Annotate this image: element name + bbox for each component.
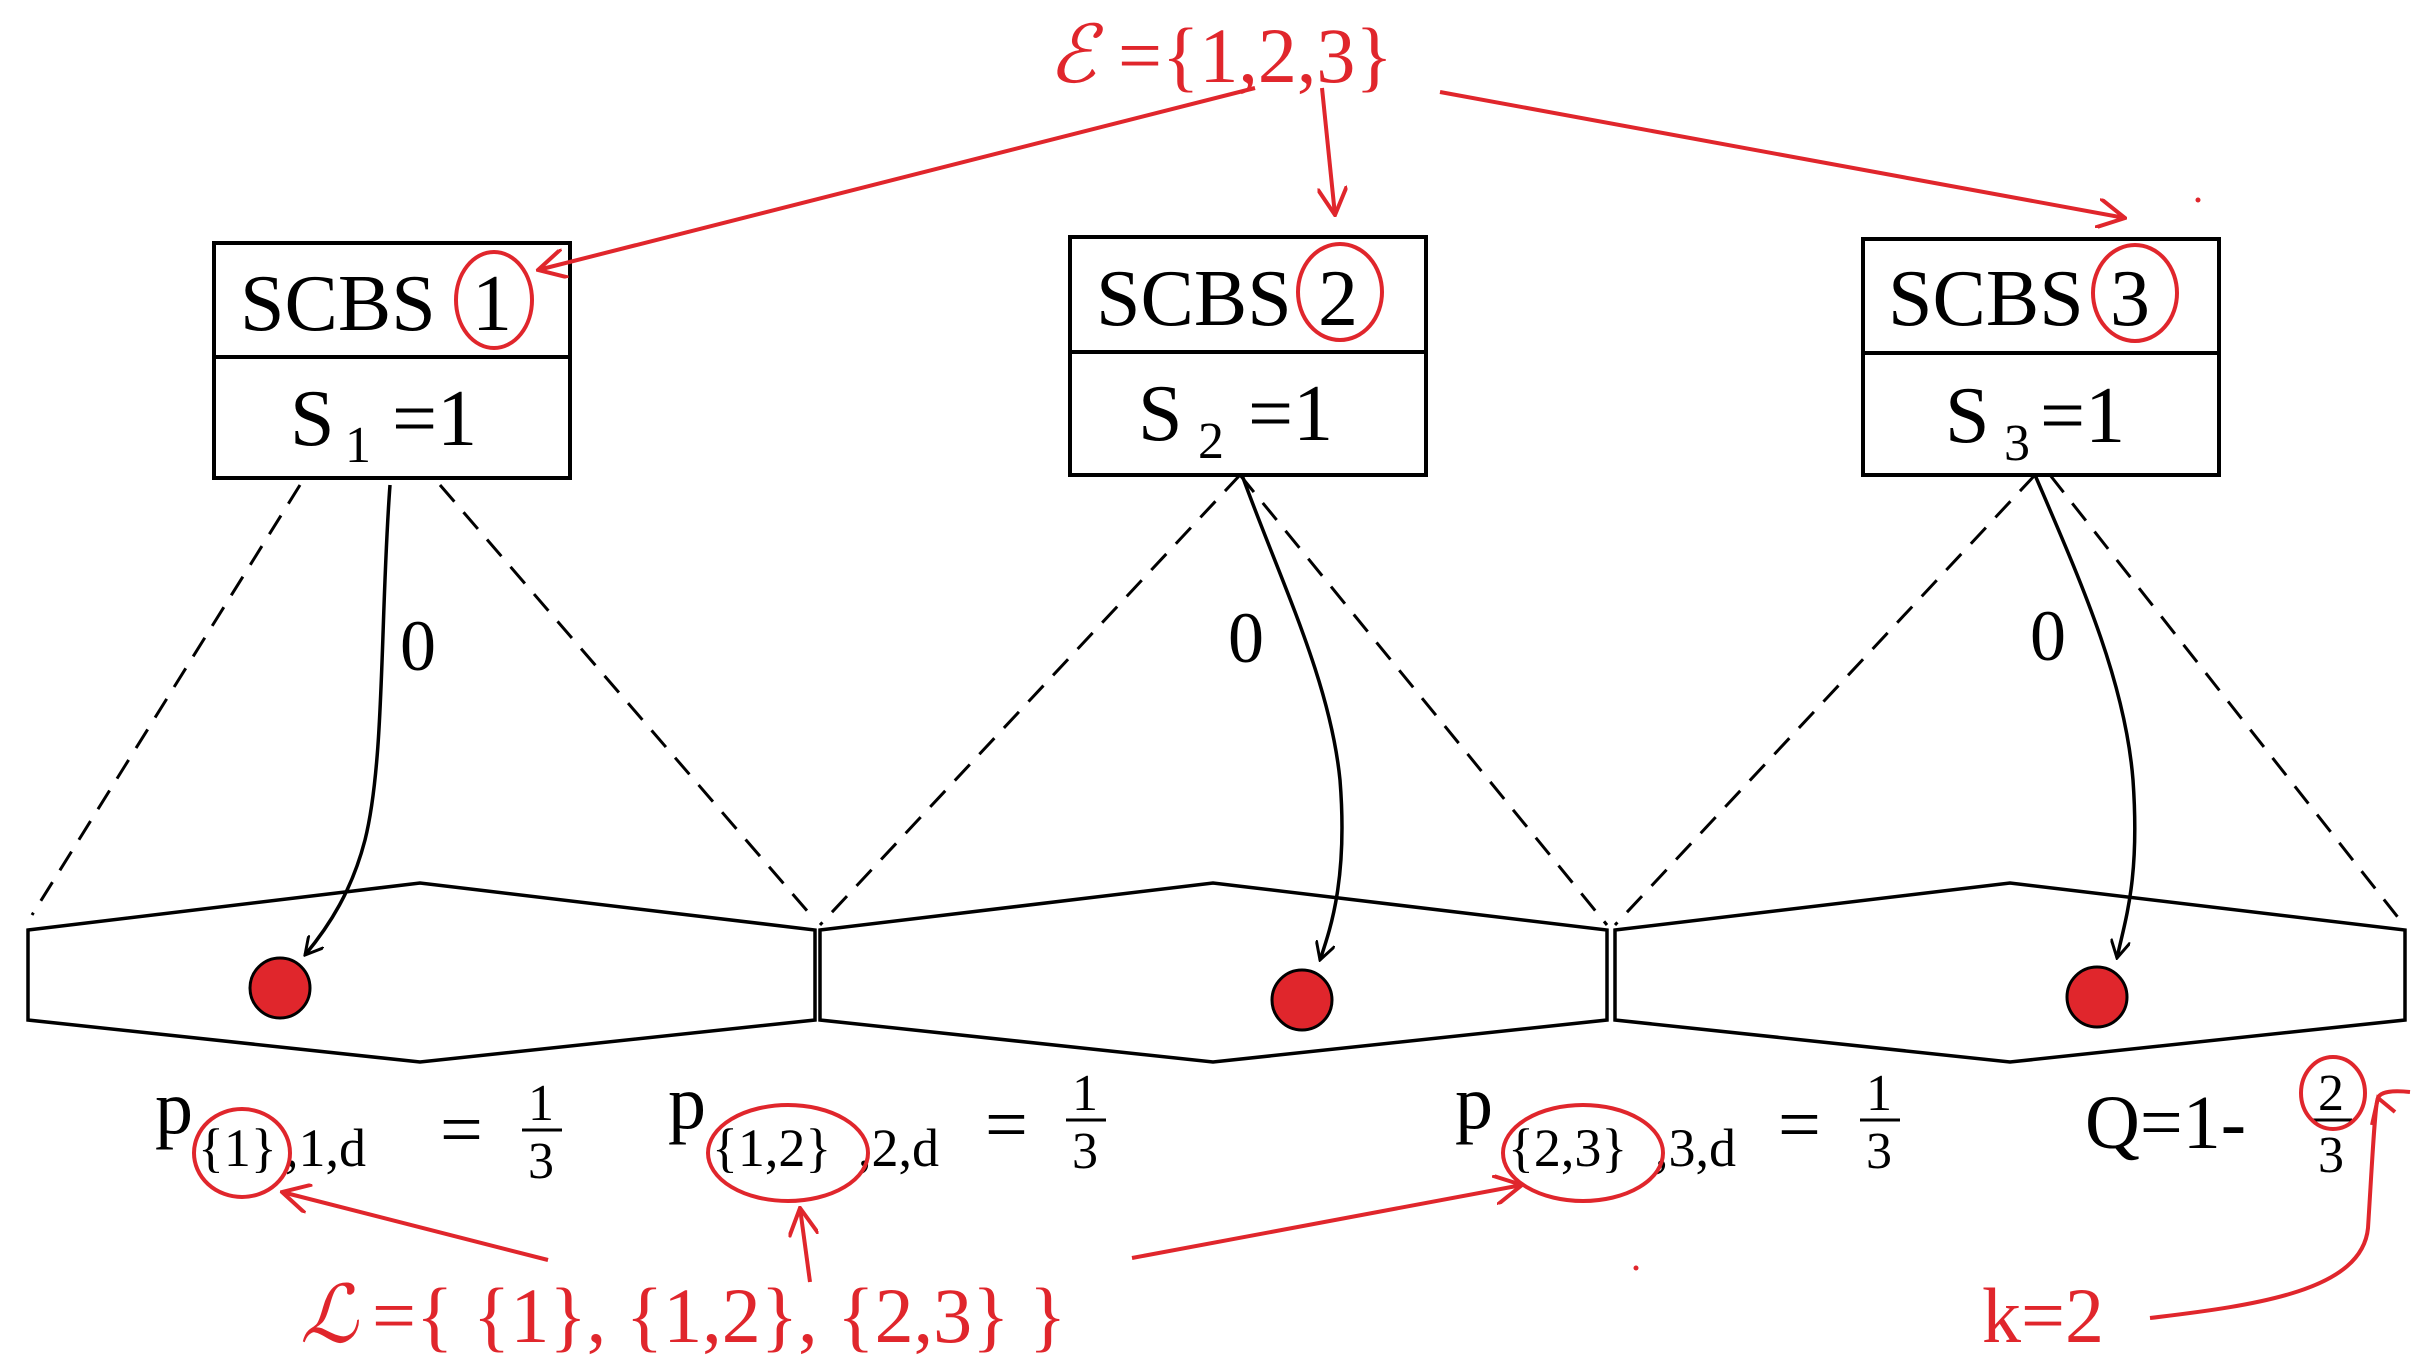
epsilon-arrow-1 <box>538 86 1256 270</box>
ell-arrow-2 <box>800 1208 810 1283</box>
prob-label-2: p {1,2} ,2,d = 1 3 <box>668 1061 1106 1180</box>
prob-p-2: p <box>668 1061 706 1145</box>
ell-set-label: ℒ ={ {1}, {1,2}, {2,3} } <box>300 1268 1067 1361</box>
ell-symbol: ℒ <box>300 1268 359 1361</box>
ell-arrow-3 <box>1131 1185 1522 1260</box>
cell-1 <box>26 881 817 1064</box>
state-rest-2: =1 <box>1248 370 1333 458</box>
q-text: Q=1- <box>2085 1081 2246 1165</box>
scbs-id-3: 3 <box>2110 255 2150 343</box>
state-sub-1: 1 <box>345 417 371 474</box>
k-arrow-head <box>2370 1094 2397 1126</box>
state-sub-2: 2 <box>1198 413 1224 470</box>
request-arrow-1 <box>305 484 392 955</box>
state-prefix-3: S <box>1945 372 1990 460</box>
prob-num-1: 1 <box>528 1075 554 1132</box>
scbs-box-2: SCBS 2 S 2 =1 <box>1068 235 1428 477</box>
scbs-name-1: SCBS <box>240 260 436 348</box>
scbs-name-2: SCBS <box>1096 255 1292 343</box>
scbs-box-3: SCBS 3 S 3 =1 <box>1861 237 2221 477</box>
state-prefix-1: S <box>290 375 335 463</box>
scbs-id-highlight-3 <box>2091 243 2179 343</box>
prob-num-3: 1 <box>1866 1065 1892 1122</box>
scbs-id-1: 1 <box>472 260 512 348</box>
user-device-1 <box>248 956 312 1020</box>
prob-set-1: {1} <box>198 1118 277 1178</box>
k-highlight <box>2299 1055 2367 1131</box>
request-arrow-3 <box>2033 474 2137 958</box>
prob-label-3: p {2,3} ,3,d = 1 3 <box>1455 1061 1900 1180</box>
prob-p-3: p <box>1455 1061 1493 1145</box>
prob-num-2: 1 <box>1072 1065 1098 1122</box>
prob-p-1: p <box>155 1066 193 1150</box>
scbs-box-1: SCBS 1 S 1 =1 <box>212 241 572 480</box>
edge-label-2: 0 <box>1228 598 1264 678</box>
request-arrow-2 <box>1240 474 1344 960</box>
scbs-name-3: SCBS <box>1888 255 2084 343</box>
prob-eq-1: = <box>440 1088 483 1172</box>
prob-set-2: {1,2} <box>712 1118 831 1178</box>
prob-den-3: 3 <box>1866 1123 1892 1180</box>
edge-label-1: 0 <box>400 606 436 686</box>
prob-den-1: 3 <box>528 1133 554 1190</box>
edge-label-3: 0 <box>2030 596 2066 676</box>
ell-arrow-1 <box>282 1192 549 1262</box>
prob-eq-3: = <box>1778 1083 1821 1167</box>
state-rest-1: =1 <box>392 375 477 463</box>
user-device-3 <box>2065 965 2129 1029</box>
epsilon-set-label: ℰ ={1,2,3} <box>1048 8 1393 101</box>
prob-den-2: 3 <box>1072 1123 1098 1180</box>
prob-eq-2: = <box>985 1083 1028 1167</box>
user-device-2 <box>1270 968 1334 1032</box>
scbs-id-2: 2 <box>1318 255 1358 343</box>
q-label: Q=1- 2 3 <box>2085 1065 2352 1184</box>
state-prefix-2: S <box>1138 370 1183 458</box>
prob-rest-3: ,3,d <box>1655 1118 1736 1178</box>
k-label: k=2 <box>1982 1272 2104 1359</box>
set-highlight-2 <box>706 1103 870 1203</box>
epsilon-arrow-2 <box>1322 87 1335 215</box>
stray-dot-2 <box>1633 1265 1639 1271</box>
q-num: 2 <box>2318 1065 2344 1122</box>
state-sub-3: 3 <box>2004 415 2030 472</box>
prob-set-3: {2,3} <box>1508 1118 1627 1178</box>
set-highlight-3 <box>1501 1103 1665 1203</box>
coverage-cone-1 <box>30 484 817 921</box>
epsilon-members: ={1,2,3} <box>1118 12 1393 99</box>
cell-3 <box>1613 881 2407 1064</box>
k-arrow <box>2149 1089 2411 1320</box>
prob-label-1: p {1} ,1,d = 1 3 <box>155 1066 562 1190</box>
prob-rest-2: ,2,d <box>858 1118 939 1178</box>
epsilon-symbol: ℰ <box>1048 8 1104 101</box>
scbs-id-highlight-1 <box>454 250 534 350</box>
prob-rest-1: ,1,d <box>285 1118 366 1178</box>
cell-2 <box>818 881 1609 1064</box>
coverage-cone-3 <box>1613 473 2402 927</box>
stray-dot-1 <box>2195 197 2201 203</box>
q-den: 3 <box>2318 1127 2344 1184</box>
set-highlight-1 <box>192 1107 292 1199</box>
ell-members: ={ {1}, {1,2}, {2,3} } <box>372 1272 1067 1359</box>
coverage-cone-2 <box>818 473 1609 927</box>
epsilon-arrow-3 <box>1439 90 2125 218</box>
state-rest-3: =1 <box>2040 372 2125 460</box>
scbs-id-highlight-2 <box>1296 242 1384 342</box>
